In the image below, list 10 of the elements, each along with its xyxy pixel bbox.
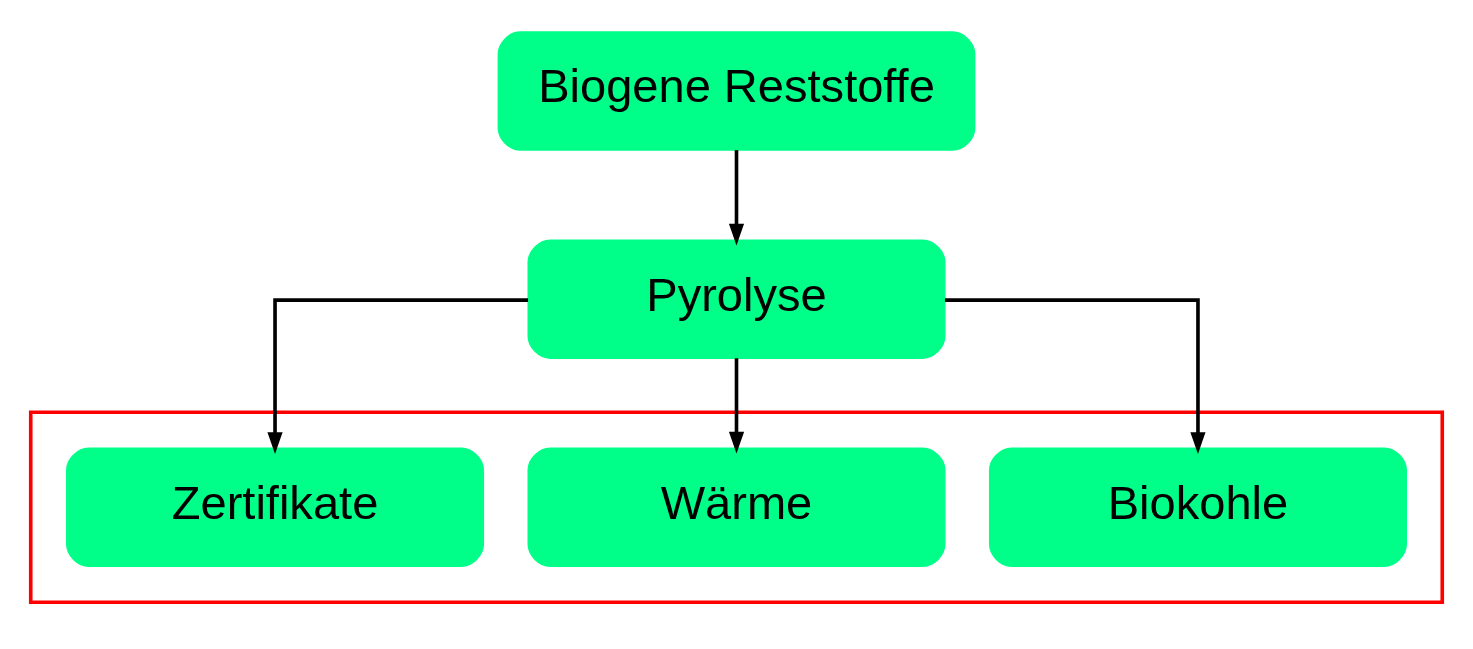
arrow xyxy=(728,150,745,246)
arrow xyxy=(267,298,529,454)
node-box: Pyrolyse xyxy=(527,239,946,359)
node-box: Biogene Reststoffe xyxy=(497,31,976,151)
cluster xyxy=(28,410,1445,605)
arrow xyxy=(944,298,1206,454)
node-box: Wärme xyxy=(527,447,946,567)
node-box: Biokohle xyxy=(988,447,1407,567)
node-box: Zertifikate xyxy=(66,447,485,567)
arrow xyxy=(728,358,745,454)
